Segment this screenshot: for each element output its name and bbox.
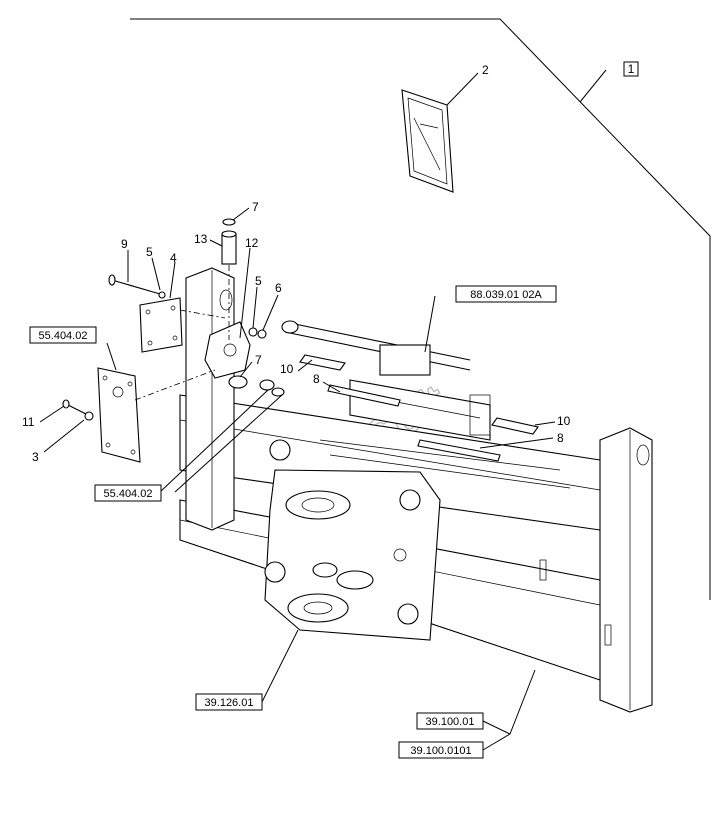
callout-bracket: 12 xyxy=(245,236,259,250)
callout-bolt-long: 9 xyxy=(121,237,128,251)
ref-box-plate-top[interactable]: 55.404.02 xyxy=(29,326,97,344)
wear-pad-right xyxy=(417,439,501,462)
small-screw xyxy=(62,399,94,421)
decal-plate xyxy=(401,89,454,193)
callout-decal: 2 xyxy=(482,63,489,77)
callout-plate-a: 4 xyxy=(170,251,177,265)
wear-pad-left xyxy=(327,384,401,407)
callout-ring-mid: 7 xyxy=(255,353,262,367)
callout-washer-top: 5 xyxy=(146,245,153,259)
callout-nut: 6 xyxy=(275,281,282,295)
ref-tow-hitch[interactable]: 39.126.01 xyxy=(205,697,254,709)
callout-box-assembly xyxy=(623,61,639,77)
shim-left xyxy=(299,354,346,371)
alignment-line-plate xyxy=(134,369,216,401)
leader-lines xyxy=(39,69,607,751)
hydraulic-cylinder xyxy=(281,320,491,441)
ref-frame-b[interactable]: 39.100.0101 xyxy=(410,745,471,757)
hinge-bracket xyxy=(204,218,285,397)
ref-box-plate-bottom[interactable]: 55.404.02 xyxy=(94,484,162,502)
callout-shim-right: 10 xyxy=(557,414,571,428)
callout-assembly: 1 xyxy=(628,62,635,76)
ref-frame-a[interactable]: 39.100.01 xyxy=(426,716,475,728)
cover-plate-small xyxy=(139,297,183,353)
side-plate xyxy=(97,367,141,463)
callout-shim-left: 10 xyxy=(280,362,294,376)
callout-screw-left: 3 xyxy=(32,450,39,464)
ref-hydraulic[interactable]: 88.039.01 02A xyxy=(470,289,542,301)
ref-box-frame-a[interactable]: 39.100.01 xyxy=(416,712,484,730)
callout-pad-right: 8 xyxy=(557,431,564,445)
shim-right xyxy=(491,417,539,435)
ref-box-tow-hitch[interactable]: 39.126.01 xyxy=(195,693,263,711)
callout-washer-mid: 5 xyxy=(255,274,262,288)
long-bolt xyxy=(108,274,166,299)
ref-plate-top[interactable]: 55.404.02 xyxy=(39,330,88,342)
ref-plate-bottom[interactable]: 55.404.02 xyxy=(104,488,153,500)
tow-hitch xyxy=(264,439,441,641)
ref-box-hydraulic[interactable]: 88.039.01 02A xyxy=(455,285,557,303)
assembly-boundary-line xyxy=(130,18,711,600)
callout-screw-bolt: 11 xyxy=(22,415,35,429)
callout-pad-left: 8 xyxy=(313,372,320,386)
callout-pin: 13 xyxy=(194,232,208,246)
alignment-line-bracket xyxy=(179,309,226,319)
ref-box-frame-b[interactable]: 39.100.0101 xyxy=(398,741,484,759)
callout-ring-top: 7 xyxy=(252,200,259,214)
